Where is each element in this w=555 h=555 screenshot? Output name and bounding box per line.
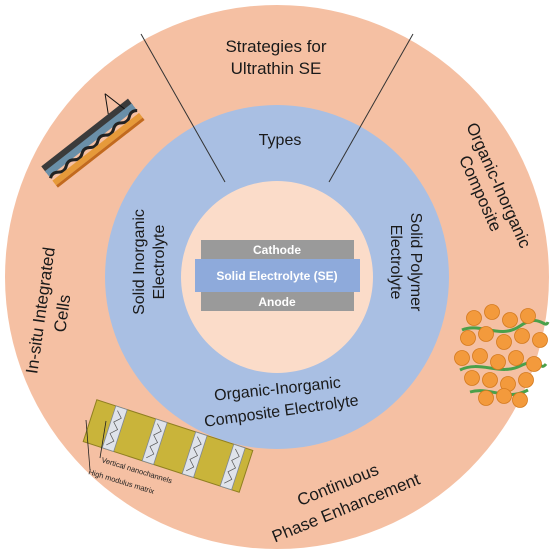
types-title: Types [259, 132, 302, 149]
particle [496, 334, 512, 350]
strategies-title-line2: Ultrathin SE [231, 59, 322, 78]
electrode-stack-icon [41, 93, 145, 188]
matrix-pointer [85, 419, 91, 471]
particle [526, 356, 542, 372]
nanochannel-membrane-icon [82, 399, 254, 493]
particle [518, 372, 534, 388]
particle [454, 350, 470, 366]
composite-particles-icon [454, 304, 550, 408]
particle [512, 392, 528, 408]
particle [478, 326, 494, 342]
particle [496, 388, 512, 404]
particle [514, 328, 530, 344]
strategies-title-line1: Strategies for [225, 37, 326, 56]
particle [508, 350, 524, 366]
anode-layer [201, 292, 354, 311]
divider-line-left [140, 33, 226, 183]
polymer-label-line1: Solid Polymer [407, 213, 424, 312]
cathode-label: Cathode [253, 243, 301, 257]
particle [478, 390, 494, 406]
particle [466, 310, 482, 326]
particle [532, 332, 548, 348]
strategies-title-group: Strategies for Ultrathin SE [225, 37, 326, 78]
particle [490, 354, 506, 370]
particle [460, 330, 476, 346]
center-stack: Cathode Solid Electrolyte (SE) Anode [195, 240, 360, 311]
particle [472, 348, 488, 364]
cathode-layer [201, 240, 354, 259]
divider-line-right [328, 33, 414, 183]
electrolyte-layer [195, 259, 360, 292]
particle [502, 312, 518, 328]
nanochannel-pointer [99, 420, 107, 459]
polymer-label-group: Solid Polymer Electrolyte [387, 213, 424, 312]
anode-label: Anode [258, 295, 296, 309]
inorganic-label-line2: Electrolyte [151, 225, 168, 300]
particle [464, 370, 480, 386]
electrolyte-label: Solid Electrolyte (SE) [216, 269, 337, 283]
particle [520, 308, 536, 324]
particle [482, 372, 498, 388]
polymer-label-line2: Electrolyte [387, 225, 404, 300]
inorganic-label-group: Solid Inorganic Electrolyte [131, 209, 168, 315]
inorganic-label-line1: Solid Inorganic [131, 209, 148, 315]
particle [484, 304, 500, 320]
